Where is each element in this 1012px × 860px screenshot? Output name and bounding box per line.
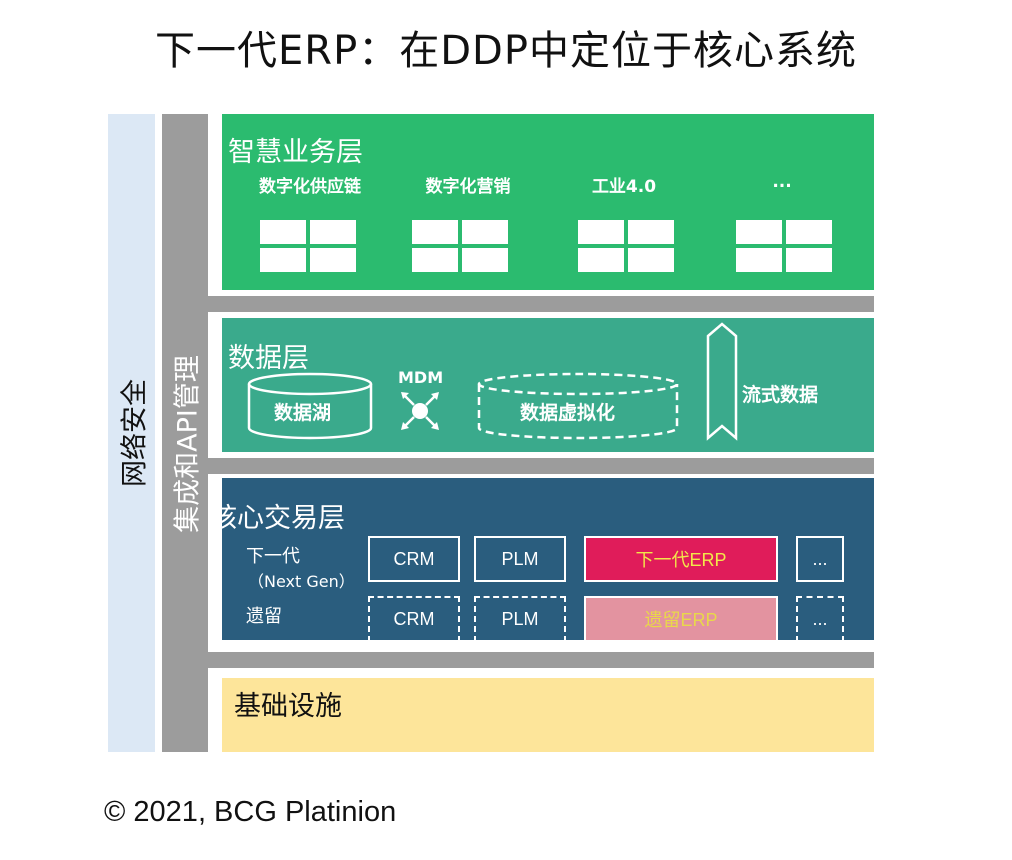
- capability-grid-icon: [412, 220, 508, 272]
- connector-bar-1: [208, 296, 874, 312]
- page-title: 下一代ERP：在DDP中定位于核心系统: [155, 28, 857, 74]
- security-column: 网络安全: [108, 114, 155, 752]
- mdm-label: MDM: [398, 368, 444, 387]
- crm-legacy-box: CRM: [368, 596, 460, 642]
- data-lake-cylinder-icon: [247, 372, 373, 440]
- infra-layer-title: 基础设施: [234, 691, 342, 722]
- connector-bar-3: [208, 652, 874, 668]
- capability-label: 工业4.0: [591, 177, 657, 197]
- plm-legacy-box: PLM: [474, 596, 566, 642]
- copyright-footer: © 2021, BCG Platinion: [104, 796, 397, 828]
- data-layer-title: 数据层: [228, 343, 309, 374]
- plm-next-gen-box: PLM: [474, 536, 566, 582]
- capability-label: ...: [772, 172, 792, 192]
- capability-label: 数字化营销: [425, 177, 511, 197]
- next-gen-row-sublabel: （Next Gen）: [248, 572, 355, 591]
- smart-layer-title: 智慧业务层: [228, 137, 363, 168]
- data-lake-label: 数据湖: [274, 402, 332, 424]
- more-next-gen-box: ...: [796, 536, 844, 582]
- connector-bar-2: [208, 458, 874, 474]
- next-gen-row-label: 下一代: [246, 546, 300, 567]
- core-transaction-layer: 核心交易层 下一代 （Next Gen） 遗留 CRM PLM 下一代ERP .…: [210, 478, 874, 642]
- capability-grid-icon: [260, 220, 356, 272]
- data-virtualization-label: 数据虚拟化: [520, 402, 616, 424]
- security-label: 网络安全: [119, 379, 150, 487]
- streaming-data-label: 流式数据: [742, 384, 819, 406]
- api-management-label: 集成和API管理: [172, 355, 204, 533]
- data-virtualization-cylinder-icon: [477, 372, 679, 440]
- infrastructure-layer: 基础设施: [222, 678, 874, 752]
- capability-grid-icon: [736, 220, 832, 272]
- mdm-hub-icon: [401, 392, 439, 430]
- more-legacy-box: ...: [796, 596, 844, 642]
- crm-next-gen-box: CRM: [368, 536, 460, 582]
- capability-grid-icon: [578, 220, 674, 272]
- data-layer: 数据层 数据湖 MDM 数据虚拟化 流式数据: [222, 318, 874, 452]
- streaming-arrow-icon: [706, 322, 738, 441]
- smart-business-layer: 智慧业务层 数字化供应链 数字化营销 工业4.0 ...: [222, 114, 874, 290]
- capability-label: 数字化供应链: [259, 177, 361, 197]
- core-layer-title: 核心交易层: [210, 503, 345, 534]
- legacy-erp-box: 遗留ERP: [584, 596, 778, 642]
- api-management-column: 集成和API管理: [162, 114, 208, 752]
- next-gen-erp-box: 下一代ERP: [584, 536, 778, 582]
- legacy-row-label: 遗留: [246, 606, 282, 627]
